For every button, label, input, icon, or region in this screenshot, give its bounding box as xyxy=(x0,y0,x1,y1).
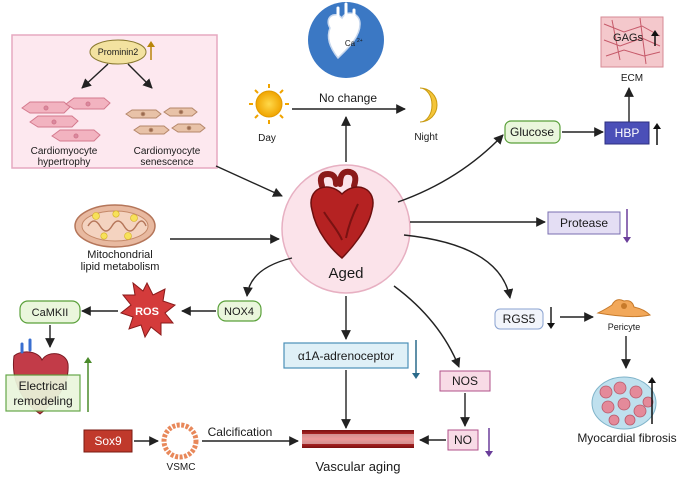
ecm-section: GAGs ECM Glucose HBP xyxy=(397,16,664,203)
protease-section: Protease xyxy=(410,209,631,243)
hypertrophic-cells-icon xyxy=(21,97,111,142)
circadian-section: Ca 2+ Day No change Night xyxy=(249,2,438,162)
myocardial-tissue-icon xyxy=(591,376,657,430)
down-arrow-icon xyxy=(547,307,555,329)
ecm-label: ECM xyxy=(621,73,643,84)
senescence-label-1: Cardiomyocyte xyxy=(134,146,201,157)
electrical-label-1: Electrical xyxy=(19,379,68,393)
no-label: NO xyxy=(454,433,472,447)
adrenoceptor-label: α1A-adrenoceptor xyxy=(298,349,394,363)
night-label: Night xyxy=(414,132,438,143)
moon-icon xyxy=(419,87,438,123)
senescent-cells-icon xyxy=(125,107,206,135)
down-arrow-icon xyxy=(485,428,493,457)
camkii-label: CaMKII xyxy=(32,307,69,319)
calcium-charge-label: 2+ xyxy=(357,38,363,44)
rgs5-label: RGS5 xyxy=(503,312,536,326)
hypertrophy-label-2: hypertrophy xyxy=(38,157,91,168)
vascular-section: α1A-adrenoceptor NOS NO Vascular aging S… xyxy=(83,285,493,474)
up-arrow-icon xyxy=(84,357,92,412)
down-arrow-icon xyxy=(412,340,420,379)
mito-label-1: Mitochondrial xyxy=(87,249,152,261)
hbp-label: HBP xyxy=(615,126,640,140)
hypertrophy-label-1: Cardiomyocyte xyxy=(31,146,98,157)
gags-label: GAGs xyxy=(613,32,643,44)
calcium-label: Ca xyxy=(345,39,356,48)
day-label: Day xyxy=(258,133,276,144)
vascular-aging-label: Vascular aging xyxy=(315,459,400,474)
up-arrow-icon xyxy=(653,123,661,145)
nox4-label: NOX4 xyxy=(224,306,254,318)
mito-section: Mitochondrial lipid metabolism xyxy=(74,204,280,273)
cardiomyocyte-panel: Prominin2 Cardiomyoc xyxy=(11,34,218,169)
protease-label: Protease xyxy=(560,216,608,230)
heart-icon xyxy=(310,168,374,260)
up-arrow-icon xyxy=(648,377,656,424)
pericyte-label: Pericyte xyxy=(608,322,641,332)
glucose-label: Glucose xyxy=(510,125,554,139)
electrical-section: NOX4 ROS CaMKII Electrical remodeling xyxy=(5,257,293,415)
aged-heart-center: Aged xyxy=(281,164,411,294)
prominin-label: Prominin2 xyxy=(98,47,139,57)
vsmc-label: VSMC xyxy=(167,462,196,473)
mitochondrion-icon xyxy=(74,204,156,248)
calcification-label: Calcification xyxy=(208,425,273,439)
pericyte-section: RGS5 Pericyte xyxy=(403,234,677,445)
nos-label: NOS xyxy=(452,374,478,388)
electrical-label-2: remodeling xyxy=(13,394,72,408)
no-change-label: No change xyxy=(319,91,377,105)
aged-label: Aged xyxy=(328,265,363,282)
vsmc-ring-icon xyxy=(161,422,199,460)
down-arrow-icon xyxy=(623,209,631,243)
ros-burst-icon xyxy=(119,281,177,339)
senescence-label-2: senescence xyxy=(140,157,194,168)
myocardial-fibrosis-label: Myocardial fibrosis xyxy=(577,431,676,445)
sun-icon xyxy=(249,84,289,124)
ros-label: ROS xyxy=(135,306,159,318)
up-arrow-icon xyxy=(651,30,659,46)
up-arrow-icon xyxy=(147,41,155,60)
pericyte-cell-icon xyxy=(596,299,651,318)
mito-label-2: lipid metabolism xyxy=(81,261,160,273)
sox9-label: Sox9 xyxy=(94,434,122,448)
